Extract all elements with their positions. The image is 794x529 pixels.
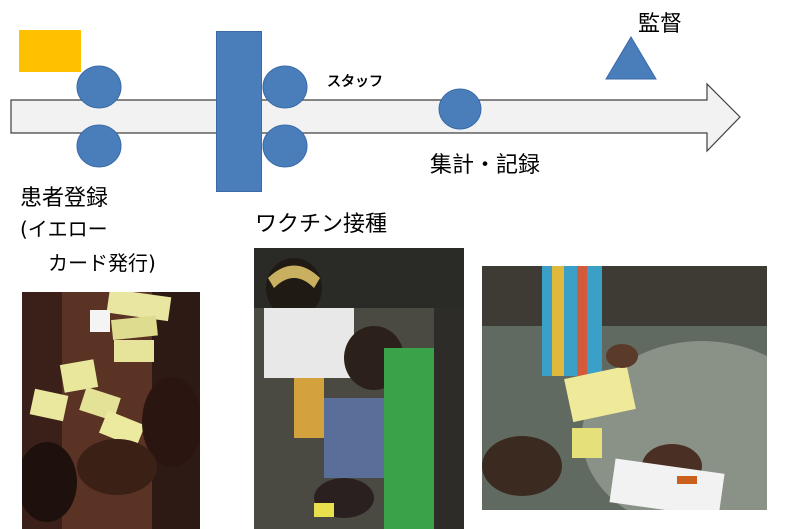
supervisor-triangle	[605, 36, 657, 80]
registration-photo	[22, 292, 200, 529]
vaccination-staff-circle-top	[262, 65, 308, 109]
yellow-card-label-line1: (イエロー	[20, 217, 108, 241]
vaccination-photo	[254, 248, 464, 529]
tally-staff-circle	[438, 88, 482, 130]
tally-photo	[482, 266, 767, 510]
staff-label: スタッフ	[327, 74, 383, 90]
vaccination-post-rect	[216, 31, 262, 192]
yellow-card-square	[19, 30, 81, 72]
vaccination-label: ワクチン接種	[255, 212, 388, 237]
registration-label: 患者登録	[20, 186, 109, 211]
yellow-card-label-line2: カード発行)	[48, 251, 156, 275]
tally-label: 集計・記録	[430, 153, 541, 178]
vaccination-staff-circle-bottom	[262, 124, 308, 168]
registration-staff-circle-bottom	[76, 124, 122, 168]
registration-staff-circle-top	[76, 65, 122, 109]
supervisor-label: 監督	[638, 12, 683, 37]
